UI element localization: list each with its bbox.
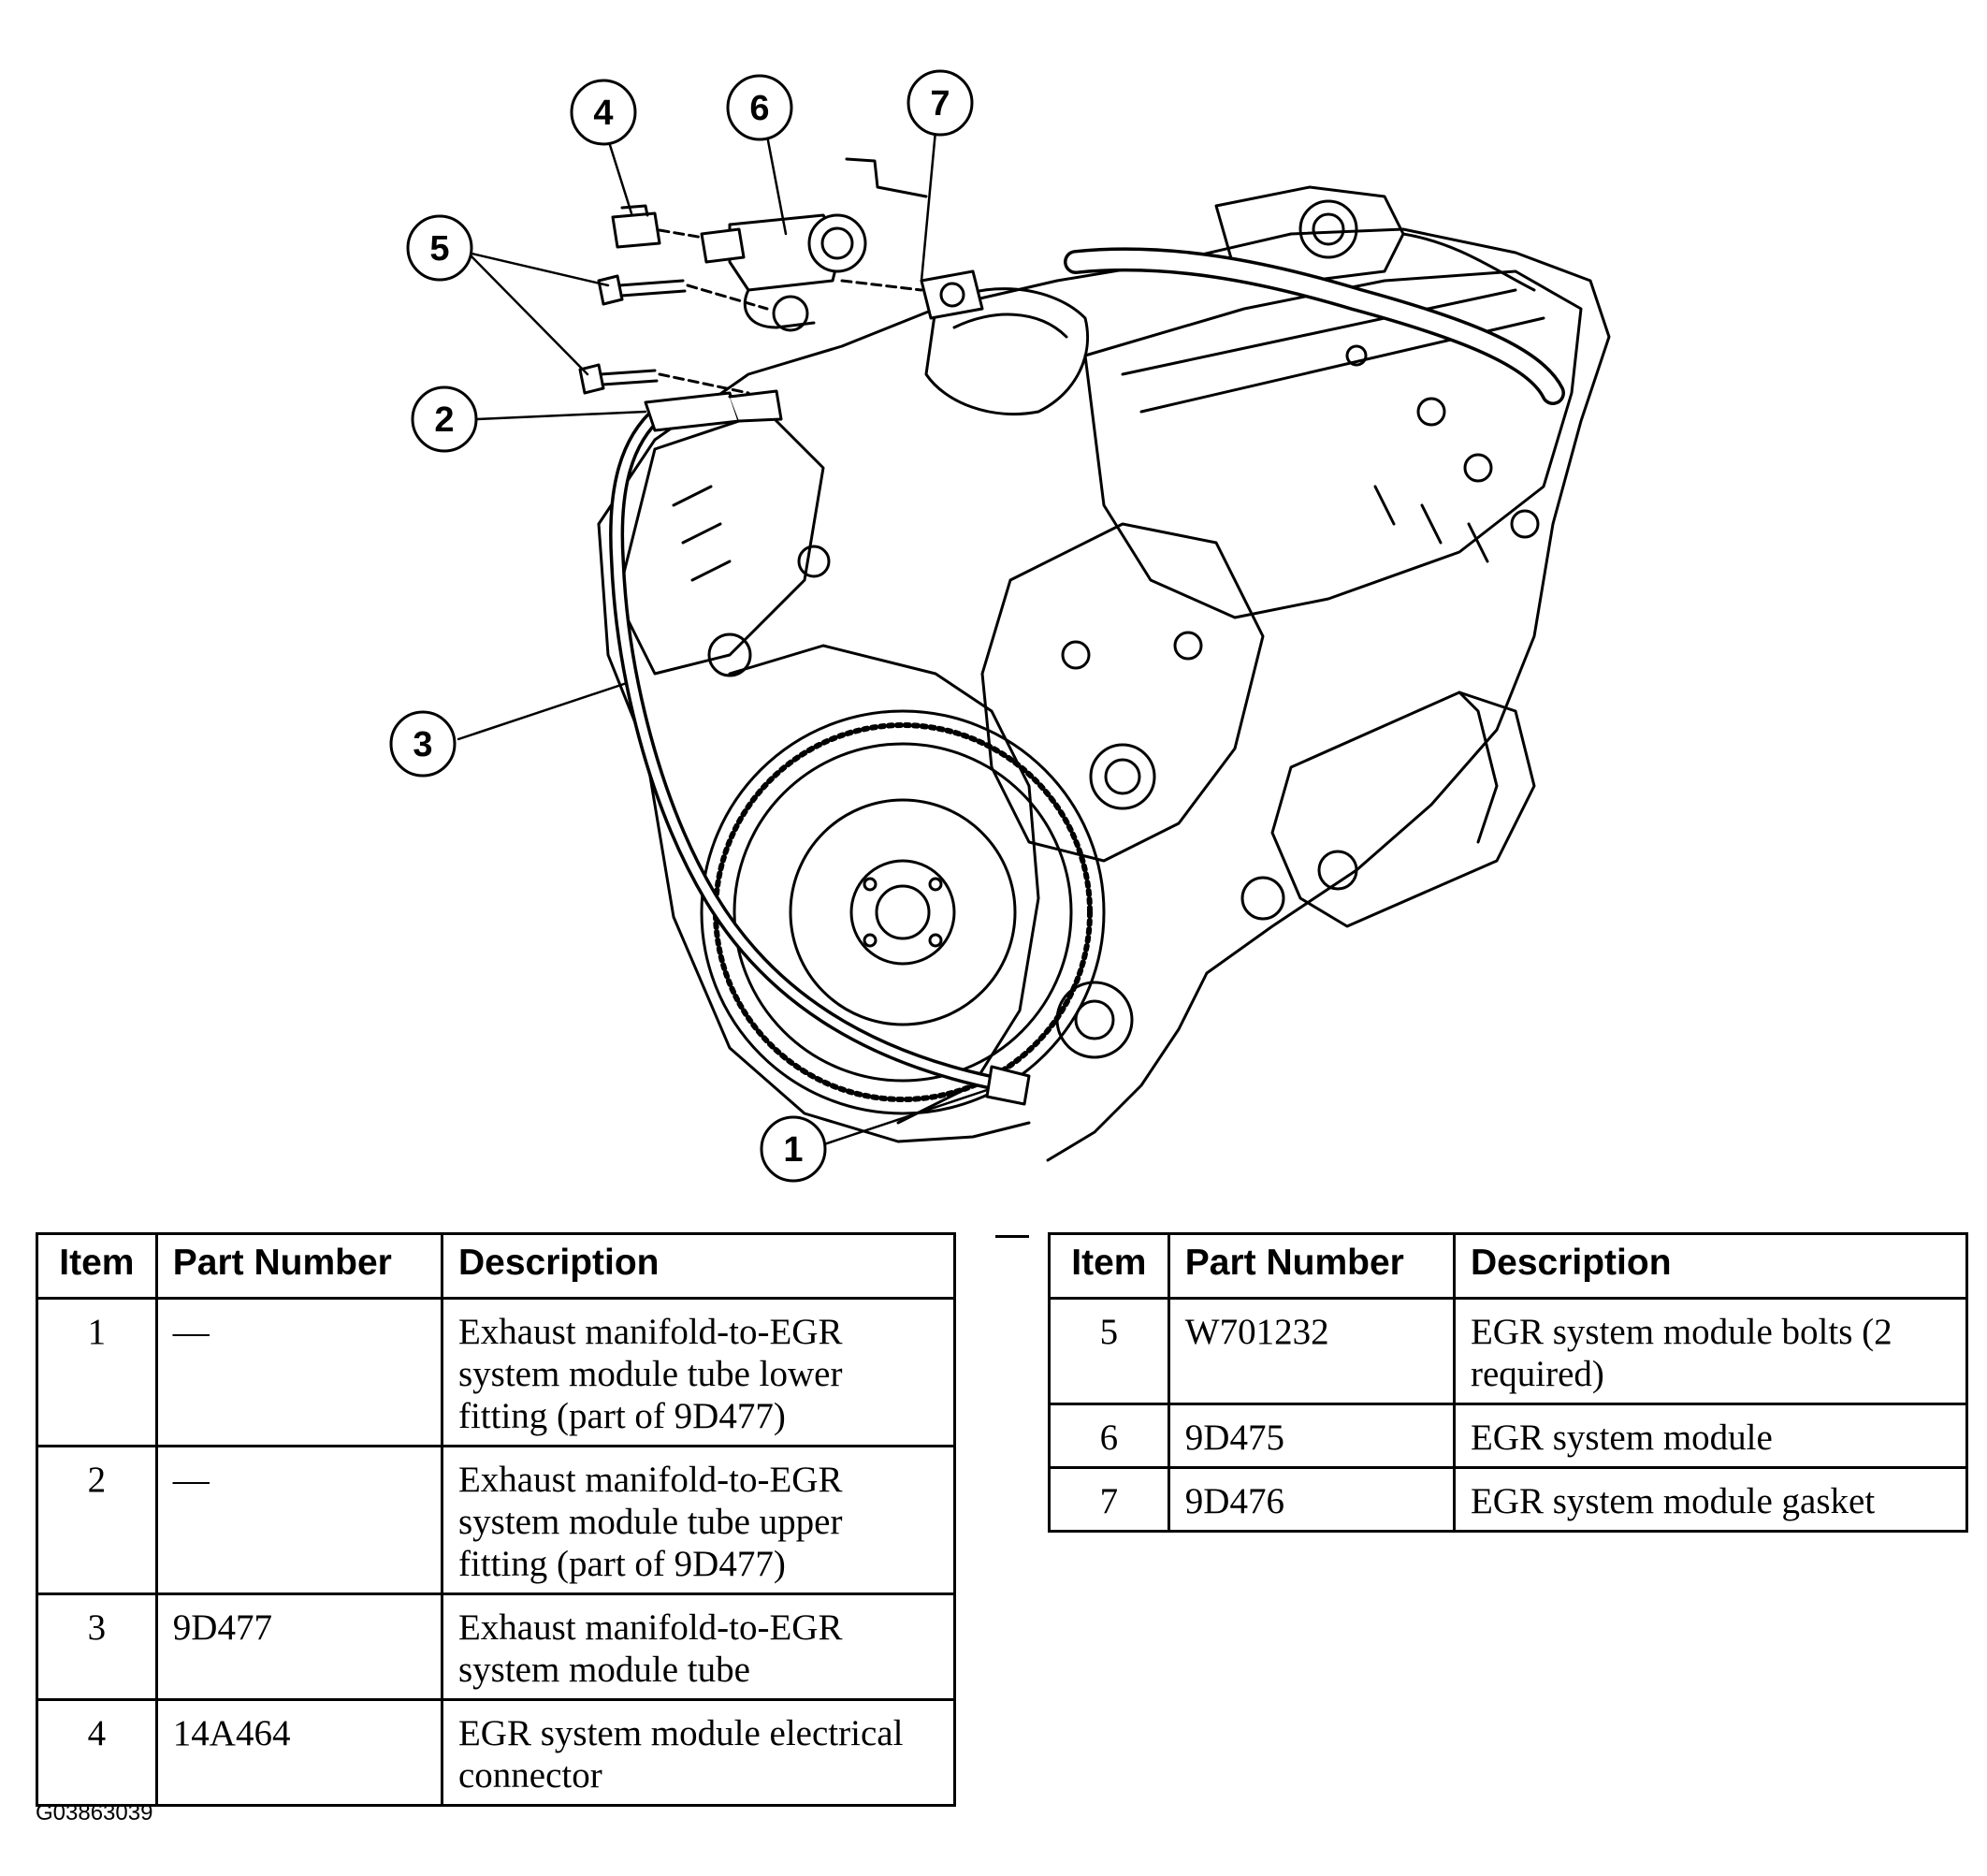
svg-text:4: 4 <box>593 94 613 133</box>
cell-item: 6 <box>1048 1403 1170 1469</box>
table-row: 1 — Exhaust manifold-to-EGR system modul… <box>36 1297 957 1447</box>
cell-item: 5 <box>1048 1297 1170 1405</box>
cell-description: EGR system module bolts (2 required) <box>1452 1297 1969 1405</box>
cell-part-number: 14A464 <box>154 1698 443 1807</box>
callout-2: 2 <box>411 385 478 453</box>
cell-item: 7 <box>1048 1466 1170 1533</box>
egr-connector <box>611 204 661 249</box>
header-item: Item <box>36 1232 158 1300</box>
egr-module <box>700 213 867 332</box>
callout-7: 7 <box>906 69 974 137</box>
svg-text:3: 3 <box>413 725 432 764</box>
table-row: 5 W701232 EGR system module bolts (2 req… <box>1048 1297 1969 1405</box>
header-description: Description <box>1452 1232 1969 1300</box>
cell-item: 2 <box>36 1445 158 1595</box>
figure-id: G03863039 <box>36 1800 153 1825</box>
callout-4: 4 <box>570 79 637 146</box>
cell-part-number: — <box>154 1445 443 1595</box>
cell-item: 4 <box>36 1698 158 1807</box>
cell-part-number: 9D476 <box>1167 1466 1456 1533</box>
table-row: 3 9D477 Exhaust manifold-to-EGR system m… <box>36 1592 957 1701</box>
callout-5: 5 <box>406 214 473 282</box>
svg-text:1: 1 <box>783 1130 803 1170</box>
svg-text:7: 7 <box>930 84 950 124</box>
egr-bolts <box>578 274 769 395</box>
header-description: Description <box>440 1232 957 1300</box>
egr-tube <box>609 389 1031 1106</box>
cell-part-number: 9D475 <box>1167 1403 1456 1469</box>
header-item: Item <box>1048 1232 1170 1300</box>
cell-description: EGR system module <box>1452 1403 1969 1469</box>
table-header-row: Item Part Number Description <box>1048 1232 1969 1300</box>
table-row: 2 — Exhaust manifold-to-EGR system modul… <box>36 1445 957 1595</box>
connector-leader-dash <box>658 228 705 240</box>
header-part-number: Part Number <box>154 1232 443 1300</box>
separator-dash <box>995 1235 1029 1238</box>
callout-6: 6 <box>726 74 793 141</box>
cell-description: EGR system module electrical connector <box>440 1698 957 1807</box>
cell-item: 1 <box>36 1297 158 1447</box>
cell-description: Exhaust manifold-to-EGR system module tu… <box>440 1297 957 1447</box>
svg-text:2: 2 <box>434 400 454 440</box>
engine-illustration: 4 6 7 5 2 3 1 <box>389 69 1611 1183</box>
parts-table-right: Item Part Number Description 5 W701232 E… <box>1048 1232 1969 1533</box>
cell-part-number: — <box>154 1297 443 1447</box>
cell-description: EGR system module gasket <box>1452 1466 1969 1533</box>
egr-gasket <box>840 269 984 320</box>
table-row: 7 9D476 EGR system module gasket <box>1048 1466 1969 1533</box>
table-row: 4 14A464 EGR system module electrical co… <box>36 1698 957 1807</box>
parts-table-left: Item Part Number Description 1 — Exhaust… <box>36 1232 957 1807</box>
bracket <box>845 157 928 198</box>
svg-text:5: 5 <box>429 229 449 269</box>
flywheel-plate <box>728 644 1040 1125</box>
svg-text:6: 6 <box>749 89 769 128</box>
table-row: 6 9D475 EGR system module <box>1048 1403 1969 1469</box>
callout-3: 3 <box>389 710 457 778</box>
table-header-row: Item Part Number Description <box>36 1232 957 1300</box>
cell-description: Exhaust manifold-to-EGR system module tu… <box>440 1592 957 1701</box>
cell-part-number: W701232 <box>1167 1297 1456 1405</box>
header-part-number: Part Number <box>1167 1232 1456 1300</box>
engine-block <box>597 185 1611 1162</box>
cell-description: Exhaust manifold-to-EGR system module tu… <box>440 1445 957 1595</box>
cell-part-number: 9D477 <box>154 1592 443 1701</box>
cell-item: 3 <box>36 1592 158 1701</box>
callout-1: 1 <box>760 1115 827 1183</box>
leader-lines <box>457 129 989 1148</box>
